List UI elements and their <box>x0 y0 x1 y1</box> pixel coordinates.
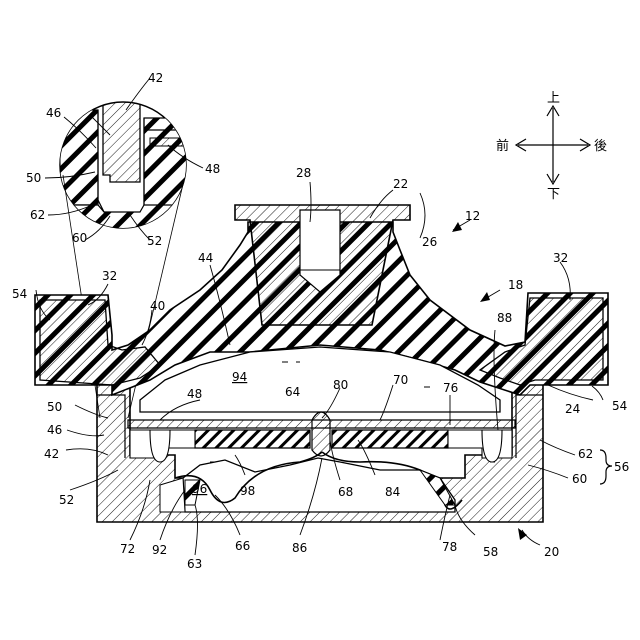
ref-24: 24 <box>565 402 580 416</box>
ref-50-detail: 50 <box>26 171 41 185</box>
ref-84: 84 <box>385 485 400 499</box>
direction-compass: 上 下 前 後 <box>496 91 607 202</box>
ref-12: 12 <box>465 209 480 223</box>
ref-78: 78 <box>442 540 457 554</box>
bolt-hole <box>300 210 340 292</box>
dir-up-label: 上 <box>547 91 560 106</box>
arrow-20 <box>518 528 527 540</box>
ref-28: 28 <box>296 166 311 180</box>
ref-42: 42 <box>44 447 59 461</box>
ref-46-detail: 46 <box>46 106 61 120</box>
ref-64: 64 <box>285 385 300 399</box>
ref-60-detail: 60 <box>72 231 87 245</box>
ref-92: 92 <box>152 543 167 557</box>
ref-98: 98 <box>240 484 255 498</box>
ref-50: 50 <box>47 400 62 414</box>
arrow-12 <box>452 222 462 232</box>
ref-60: 60 <box>572 472 587 486</box>
ref-26: 26 <box>422 235 437 249</box>
ref-52-detail: 52 <box>147 234 162 248</box>
ref-20: 20 <box>544 545 559 559</box>
ref-66: 66 <box>235 539 250 553</box>
ref-76: 76 <box>443 381 458 395</box>
ref-62-detail: 62 <box>30 208 45 222</box>
ref-46: 46 <box>47 423 62 437</box>
lower-chamber <box>183 458 455 512</box>
ref-94: 94 <box>232 370 247 384</box>
ref-42-detail: 42 <box>148 71 163 85</box>
ref-72: 72 <box>120 542 135 556</box>
membrane-left <box>195 430 310 448</box>
membrane-right <box>332 430 448 448</box>
central-boss <box>312 412 330 456</box>
arrow-18 <box>480 292 490 302</box>
ref-88: 88 <box>497 311 512 325</box>
ref-63: 63 <box>187 557 202 571</box>
ref-48: 48 <box>187 387 202 401</box>
ref-54-right: 54 <box>612 399 627 413</box>
ref-54-left: 54 <box>12 287 27 301</box>
ref-68: 68 <box>338 485 353 499</box>
ref-80: 80 <box>333 378 348 392</box>
ref-62: 62 <box>578 447 593 461</box>
ref-70: 70 <box>393 373 408 387</box>
dir-down-label: 下 <box>547 187 560 202</box>
dir-rear-label: 後 <box>594 139 607 154</box>
ref-86: 86 <box>292 541 307 555</box>
detail-enlarged-view <box>60 100 190 235</box>
ref-22: 22 <box>393 177 408 191</box>
ref-48-detail: 48 <box>205 162 220 176</box>
dir-front-label: 前 <box>496 138 509 154</box>
ref-44: 44 <box>198 251 213 265</box>
ref-18: 18 <box>508 278 523 292</box>
brace-56 <box>600 450 612 484</box>
ref-32-left: 32 <box>102 269 117 283</box>
ref-58: 58 <box>483 545 498 559</box>
ref-32-right: 32 <box>553 251 568 265</box>
engine-mount-section <box>35 205 608 522</box>
ref-52: 52 <box>59 493 74 507</box>
ref-96: 96 <box>192 482 207 496</box>
ref-56: 56 <box>614 460 629 474</box>
ref-40: 40 <box>150 299 165 313</box>
